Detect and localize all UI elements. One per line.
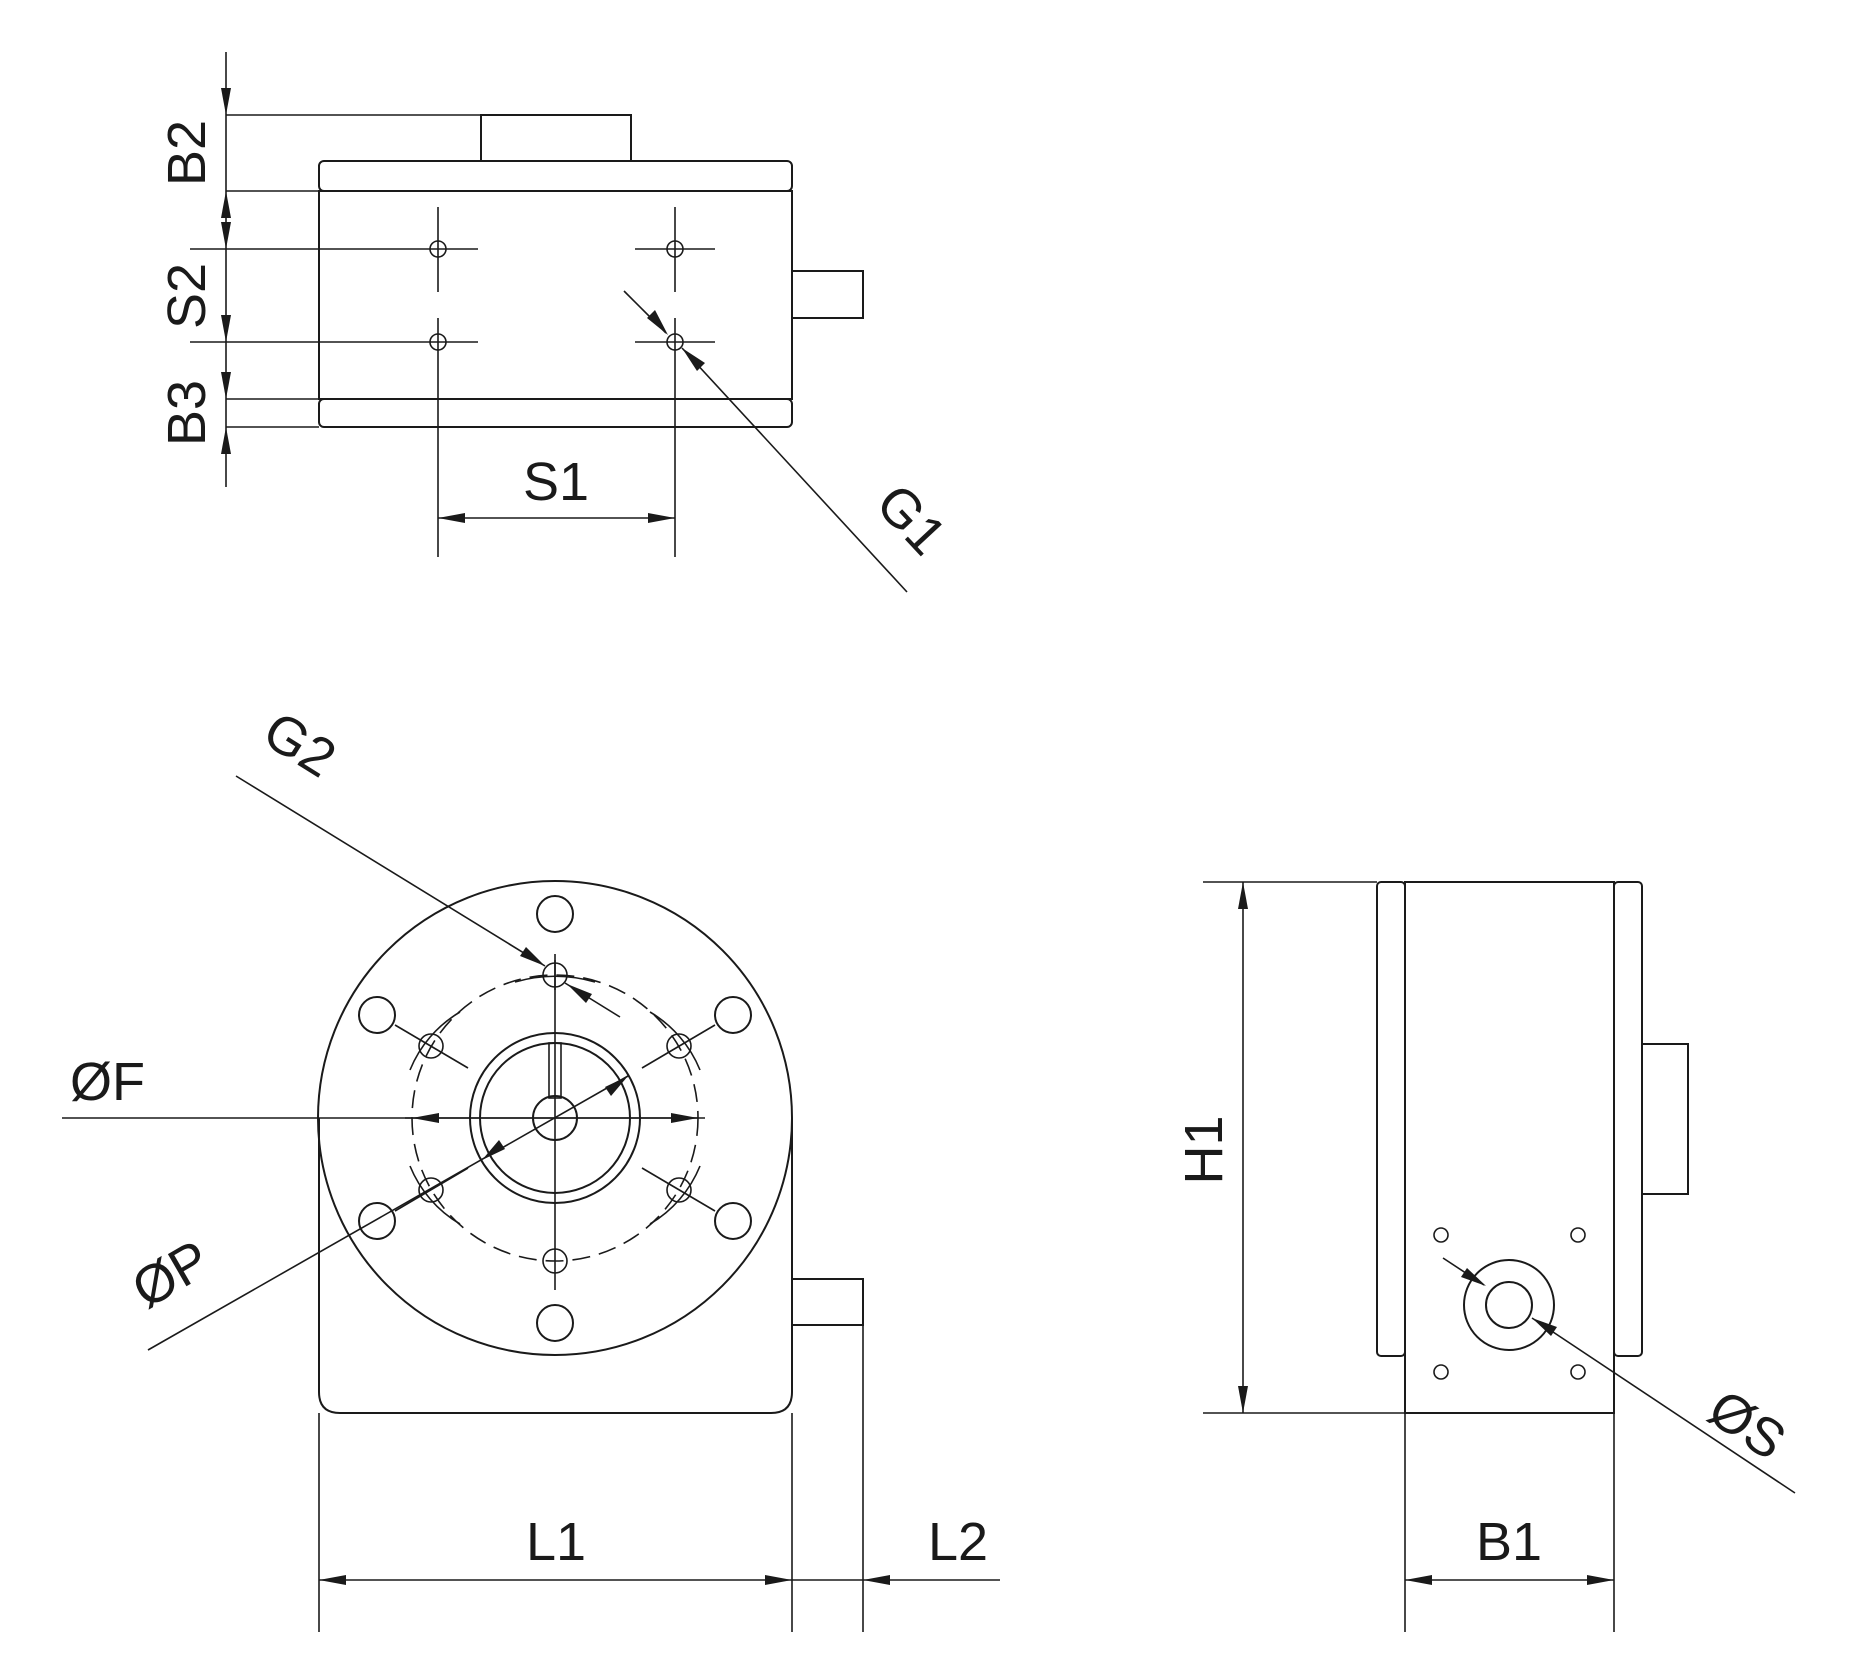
front-view-shaft xyxy=(791,1278,864,1326)
mounting-hole xyxy=(1570,1227,1586,1243)
flange-hole-small xyxy=(418,1033,444,1059)
dimension-label-l1: L1 xyxy=(526,1512,586,1572)
dimension-label-g2: G2 xyxy=(253,700,346,789)
dimension-label-b3: B3 xyxy=(157,380,217,446)
flange-hole-large xyxy=(536,1304,574,1342)
flange-hole-small xyxy=(666,1033,692,1059)
front-view: ØF ØP G2 L1 L2 xyxy=(62,700,1000,1632)
shaft-end-bore xyxy=(1485,1281,1533,1329)
mounting-hole xyxy=(1433,1364,1449,1380)
mounting-hole xyxy=(1433,1227,1449,1243)
top-view-flange-top xyxy=(318,160,793,192)
top-view-flange-bottom xyxy=(318,398,793,428)
flange-hole-large xyxy=(536,895,574,933)
dimension-label-b2: B2 xyxy=(157,120,217,186)
dimension-label-l2: L2 xyxy=(928,1512,988,1572)
side-view-flange-left xyxy=(1376,881,1406,1357)
shaft-end-outer xyxy=(1463,1259,1555,1351)
top-view-hole xyxy=(429,333,447,351)
flange-hole-large xyxy=(358,1202,396,1240)
side-view-block xyxy=(1641,1043,1689,1195)
dimension-label-h1: H1 xyxy=(1174,1115,1234,1184)
leader-s xyxy=(1531,1317,1796,1494)
dimension-label-b1: B1 xyxy=(1476,1512,1542,1572)
front-view-housing xyxy=(318,1118,793,1414)
flange-hole-large xyxy=(358,996,396,1034)
mounting-hole xyxy=(1570,1364,1586,1380)
top-view-shaft xyxy=(791,270,864,319)
flange-hole-large xyxy=(714,1202,752,1240)
dimension-line-p xyxy=(147,1075,629,1351)
dimension-label-s1: S1 xyxy=(523,452,589,512)
top-view: B2 S2 B3 S1 G1 xyxy=(157,52,958,593)
side-view: ØS H1 B1 xyxy=(1174,881,1796,1632)
flange-hole-large xyxy=(714,996,752,1034)
top-view-body xyxy=(318,190,793,400)
leader-g2 xyxy=(235,775,546,967)
side-view-flange-right xyxy=(1613,881,1643,1357)
top-view-hole xyxy=(666,333,684,351)
side-view-body xyxy=(1404,881,1615,1414)
top-view-top-block xyxy=(480,114,632,162)
flange-hole-small xyxy=(666,1177,692,1203)
dimension-label-p: ØP xyxy=(122,1229,220,1320)
dimension-label-s2: S2 xyxy=(157,263,217,329)
dimension-label-f: ØF xyxy=(70,1052,145,1112)
top-view-hole xyxy=(429,240,447,258)
flange-hole-small xyxy=(418,1177,444,1203)
flange-hole-small xyxy=(542,1248,568,1274)
top-view-hole xyxy=(666,240,684,258)
dimension-label-s: ØS xyxy=(1698,1378,1796,1471)
dimension-label-g1: G1 xyxy=(865,473,958,567)
